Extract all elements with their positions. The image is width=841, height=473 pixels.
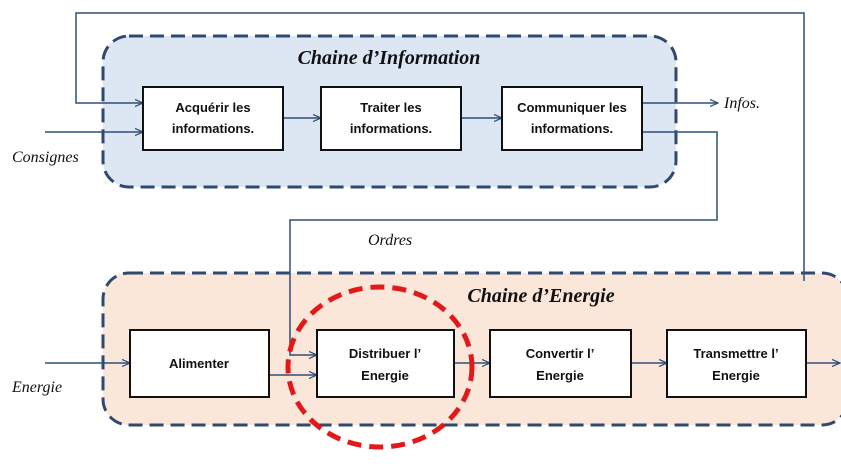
transmettre-label-1: Transmettre l’ xyxy=(693,346,778,361)
distribuer-label-2: Energie xyxy=(361,368,409,383)
ordres-label: Ordres xyxy=(368,232,412,249)
feedback-loop-line xyxy=(75,12,805,281)
energy-chain-group xyxy=(101,271,841,427)
alimenter-box: Alimenter xyxy=(129,329,270,398)
acquerir-label-2: informations. xyxy=(172,121,254,136)
highlight-circle xyxy=(285,284,475,450)
energy-chain-title: Chaine d’Energie xyxy=(467,285,614,307)
communiquer-label-1: Communiquer les xyxy=(517,100,627,115)
ordres-line xyxy=(289,131,718,355)
acquerir-label-1: Acquérir les xyxy=(175,100,250,115)
convertir-label-2: Energie xyxy=(536,368,584,383)
infos-label: Infos. xyxy=(723,95,760,112)
distribuer-label-1: Distribuer l’ xyxy=(349,346,421,361)
energie-label: Energie xyxy=(11,379,62,396)
convertir-label-1: Convertir l’ xyxy=(526,346,595,361)
transmettre-box: Transmettre l’ Energie xyxy=(666,329,807,398)
info-chain-title: Chaine d’Information xyxy=(298,47,481,69)
traiter-label-1: Traiter les xyxy=(360,100,421,115)
acquerir-box: Acquérir les informations. xyxy=(142,86,284,151)
transmettre-label-2: Energie xyxy=(712,368,760,383)
convertir-box: Convertir l’ Energie xyxy=(489,329,632,398)
communiquer-box: Communiquer les informations. xyxy=(501,86,643,151)
communiquer-label-2: informations. xyxy=(531,121,613,136)
consignes-label: Consignes xyxy=(12,149,79,166)
distribuer-box: Distribuer l’ Energie xyxy=(316,329,455,398)
traiter-label-2: informations. xyxy=(350,121,432,136)
traiter-box: Traiter les informations. xyxy=(320,86,462,151)
alimenter-label: Alimenter xyxy=(169,356,229,371)
